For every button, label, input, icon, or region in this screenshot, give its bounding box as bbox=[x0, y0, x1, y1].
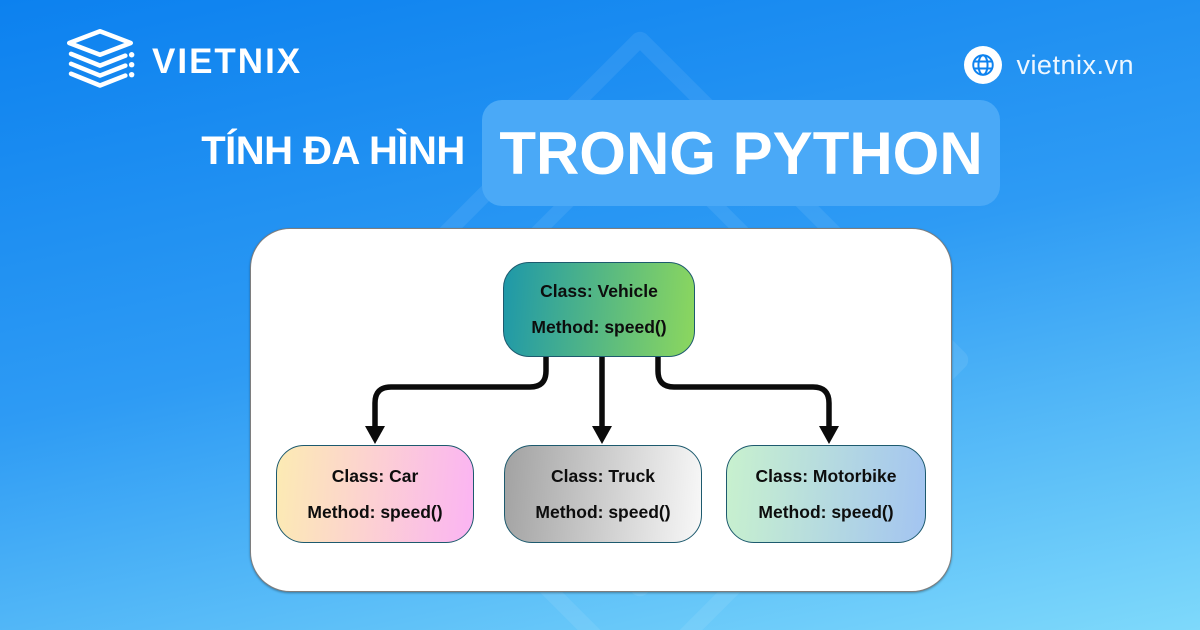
title-highlight-box: TRONG PYTHON bbox=[482, 100, 1000, 206]
title-prefix: TÍNH ĐA HÌNH bbox=[201, 129, 465, 173]
class-node-motorbike: Class: Motorbike Method: speed() bbox=[726, 445, 926, 543]
vehicle-class-label: Class: Vehicle bbox=[540, 281, 658, 301]
brand-logo: VIETNIX bbox=[62, 28, 302, 96]
car-method-label: Method: speed() bbox=[307, 501, 443, 522]
arrowhead-motorbike bbox=[819, 426, 839, 444]
motorbike-class-label: Class: Motorbike bbox=[755, 465, 897, 486]
inheritance-arrows bbox=[365, 354, 839, 444]
car-class-label: Class: Car bbox=[331, 465, 419, 486]
title-highlight-text: TRONG PYTHON bbox=[499, 119, 983, 187]
globe-icon bbox=[964, 46, 1003, 84]
vietnix-logo-icon bbox=[62, 28, 138, 96]
class-node-car: Class: Car Method: speed() bbox=[276, 445, 474, 543]
diagram-card: Class: Vehicle Method: speed() Class: Ca… bbox=[250, 228, 952, 592]
arrowhead-car bbox=[365, 426, 385, 444]
vehicle-method-label: Method: speed() bbox=[531, 317, 667, 337]
arrowhead-truck bbox=[592, 426, 612, 444]
website-url: vietnix.vn bbox=[1016, 49, 1134, 80]
class-node-vehicle: Class: Vehicle Method: speed() bbox=[503, 262, 695, 357]
truck-class-label: Class: Truck bbox=[550, 465, 656, 486]
arrow-vehicle-to-car bbox=[372, 354, 549, 430]
class-node-truck: Class: Truck Method: speed() bbox=[504, 445, 702, 543]
arrow-vehicle-to-motorbike bbox=[655, 354, 832, 430]
brand-name: VIETNIX bbox=[152, 42, 303, 81]
website-badge: vietnix.vn bbox=[964, 46, 1134, 84]
truck-method-label: Method: speed() bbox=[535, 501, 671, 522]
motorbike-method-label: Method: speed() bbox=[758, 501, 894, 522]
